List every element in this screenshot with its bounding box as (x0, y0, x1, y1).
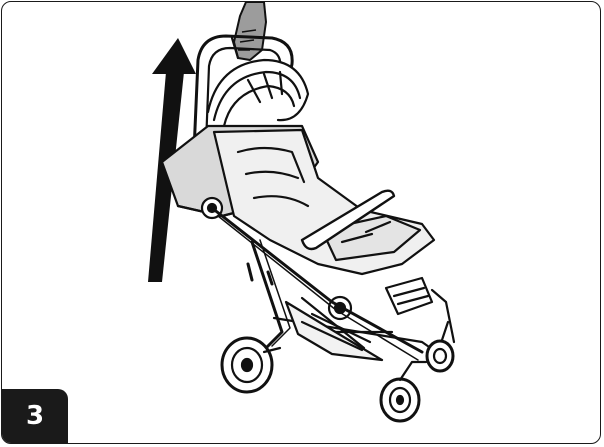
stroller-icon (162, 36, 454, 421)
step-number: 3 (26, 401, 44, 431)
step-number-badge: 3 (2, 389, 68, 443)
hand-icon (234, 2, 266, 60)
